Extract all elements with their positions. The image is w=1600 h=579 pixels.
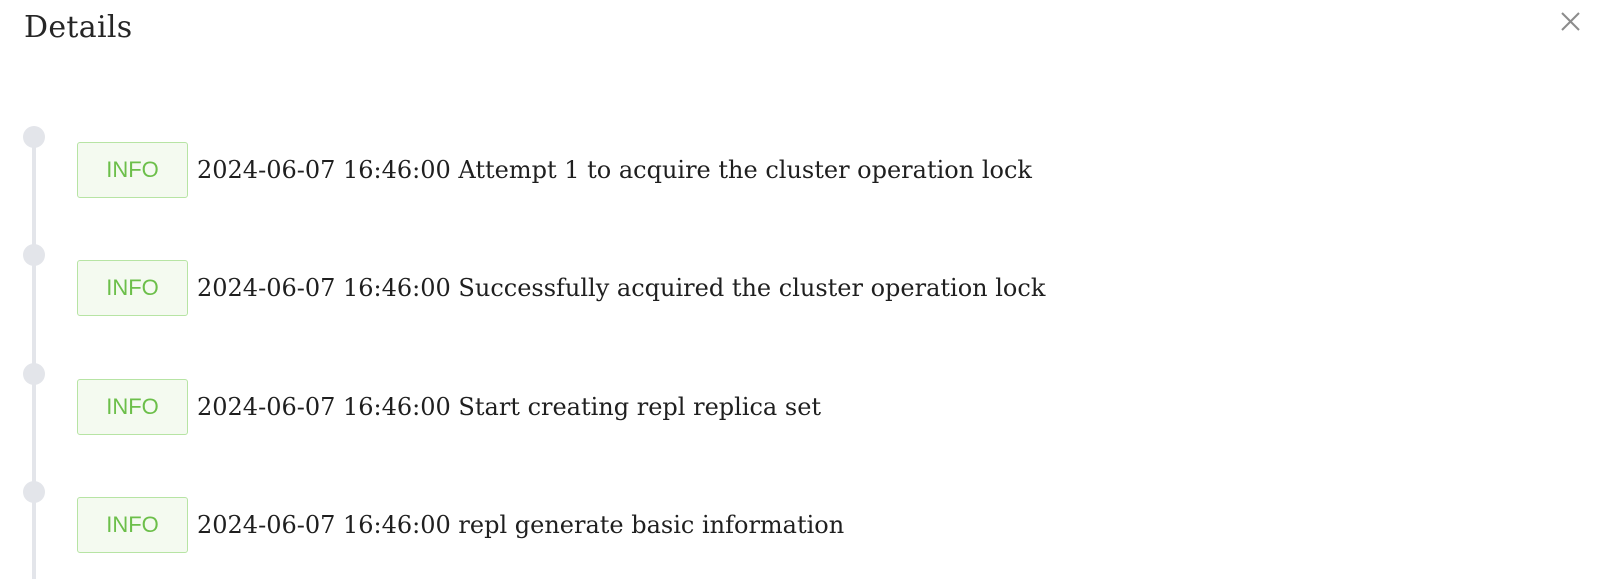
timeline-dot xyxy=(23,481,45,503)
log-message: 2024-06-07 16:46:00 repl generate basic … xyxy=(197,511,845,539)
log-message: 2024-06-07 16:46:00 Successfully acquire… xyxy=(197,274,1046,302)
timeline-entry: INFO 2024-06-07 16:46:00 repl generate b… xyxy=(0,481,1600,557)
timeline-line xyxy=(32,138,36,579)
log-message: 2024-06-07 16:46:00 Start creating repl … xyxy=(197,393,822,421)
timeline-dot xyxy=(23,244,45,266)
timeline-dot xyxy=(23,126,45,148)
timeline-dot xyxy=(23,363,45,385)
panel-title: Details xyxy=(24,10,133,45)
info-badge: INFO xyxy=(77,142,188,198)
timeline-entry: INFO 2024-06-07 16:46:00 Start creating … xyxy=(0,363,1600,439)
info-badge: INFO xyxy=(77,260,188,316)
close-icon[interactable] xyxy=(1556,8,1584,36)
timeline-entry: INFO 2024-06-07 16:46:00 Successfully ac… xyxy=(0,244,1600,320)
info-badge: INFO xyxy=(77,379,188,435)
timeline-entry: INFO 2024-06-07 16:46:00 Attempt 1 to ac… xyxy=(0,126,1600,202)
log-message: 2024-06-07 16:46:00 Attempt 1 to acquire… xyxy=(197,156,1032,184)
info-badge: INFO xyxy=(77,497,188,553)
